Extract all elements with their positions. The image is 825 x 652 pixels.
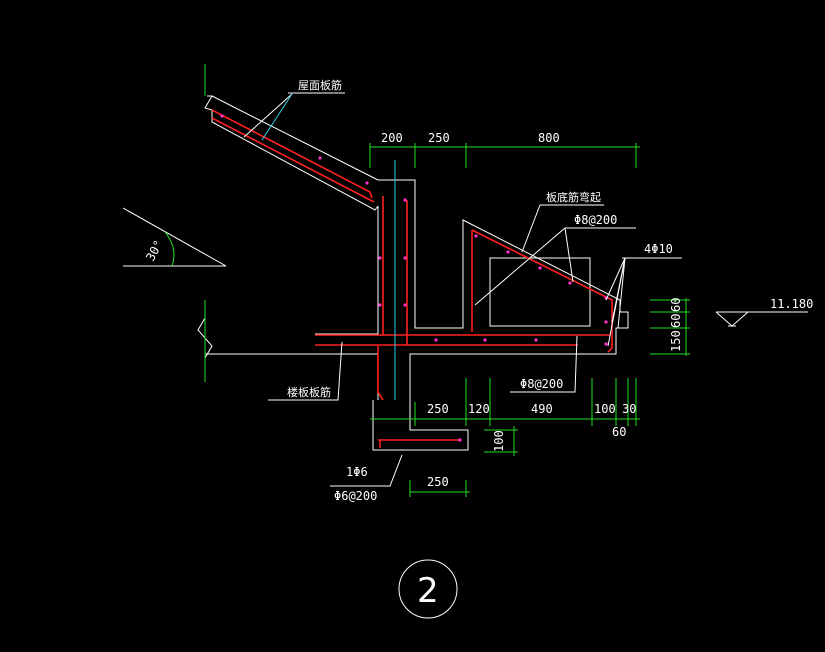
dim-vertical-1: 60 <box>669 298 683 312</box>
dim-bottom-3: 490 <box>531 402 553 416</box>
rebar-dot <box>403 256 407 260</box>
rebar-dots <box>220 114 608 442</box>
dim-vertical-3: 150 <box>669 330 683 352</box>
rebar-dot <box>458 438 462 442</box>
rebar-dot <box>318 156 322 160</box>
label-rebar-1phi6: 1Φ6 <box>346 465 368 479</box>
leader-lines <box>243 92 682 487</box>
rebar-dot <box>365 181 369 185</box>
concrete-outline <box>197 95 629 451</box>
rebar-dot <box>538 266 542 270</box>
rebar-dot <box>378 303 382 307</box>
rebar-dot <box>220 114 224 118</box>
rebar-dot <box>378 256 382 260</box>
dim-vertical-2: 60 <box>669 314 683 328</box>
dim-top-1: 200 <box>381 131 403 145</box>
dim-bottom-block: 250 <box>427 475 449 489</box>
label-rebar-bottom-mid: Φ8@200 <box>520 377 563 391</box>
rebar-dot <box>604 320 608 324</box>
dim-bottom-2: 120 <box>468 402 490 416</box>
rebar-dot <box>403 198 407 202</box>
label-angle: 30° <box>143 238 166 264</box>
dim-below-row: 60 <box>612 425 626 439</box>
label-floor-rebar: 楼板板筋 <box>287 385 331 399</box>
label-rebar-phi6-200: Φ6@200 <box>334 489 377 503</box>
section-circle <box>398 559 458 619</box>
rebar-lines <box>211 109 613 448</box>
dim-top-3: 800 <box>538 131 560 145</box>
rebar-dot <box>568 281 572 285</box>
label-rebar-4phi10: 4Φ10 <box>644 242 673 256</box>
label-elevation: 11.180 <box>770 297 813 311</box>
rebar-dot <box>506 250 510 254</box>
angle-indicator <box>122 207 227 267</box>
dim-bottom-5: 30 <box>622 402 636 416</box>
rebar-dot <box>434 338 438 342</box>
rebar-dot <box>403 303 407 307</box>
rebar-dot <box>474 234 478 238</box>
elevation-marker <box>715 311 808 327</box>
section-number: 2 <box>417 571 439 611</box>
label-rebar-top-right: Φ8@200 <box>574 213 617 227</box>
rebar-dot <box>483 338 487 342</box>
rebar-dot <box>534 338 538 342</box>
dimension-lines <box>369 143 690 497</box>
rebar-dot <box>604 342 608 346</box>
label-bottom-bar-bend: 板底筋弯起 <box>546 190 601 204</box>
dim-block-height: 100 <box>492 430 506 452</box>
dim-bottom-1: 250 <box>427 402 449 416</box>
dim-bottom-4: 100 <box>594 402 616 416</box>
label-roof-rebar: 屋面板筋 <box>298 78 342 92</box>
dim-top-2: 250 <box>428 131 450 145</box>
